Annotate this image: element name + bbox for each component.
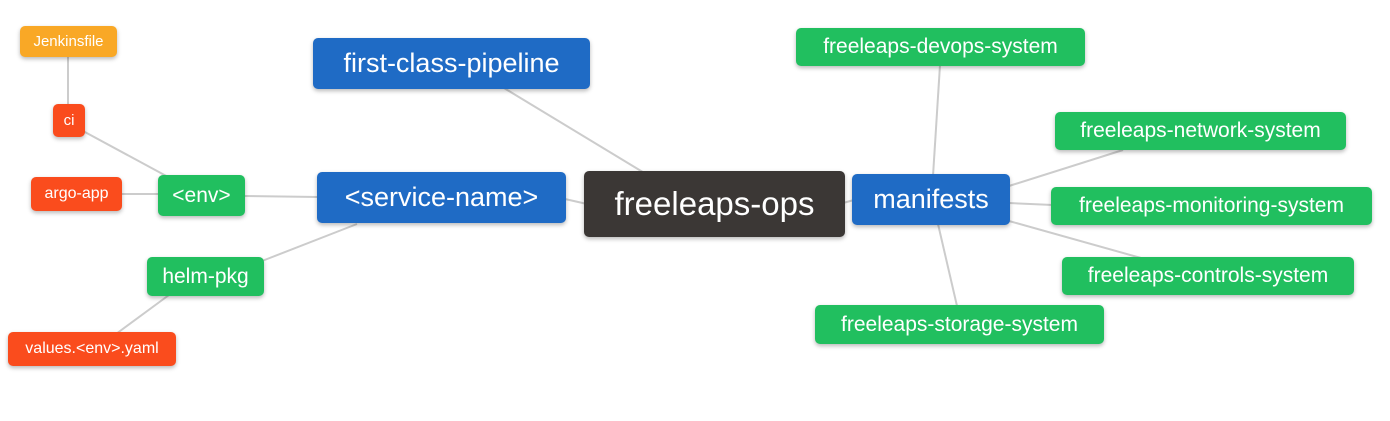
node-helm-pkg[interactable]: helm-pkg — [147, 257, 264, 296]
edge-pipeline-freeleapsops — [503, 87, 647, 175]
edge-manifests-network — [1008, 149, 1124, 187]
node-freeleaps-controls-system[interactable]: freeleaps-controls-system — [1062, 257, 1354, 295]
edge-manifests-controls — [1008, 220, 1142, 259]
edge-manifests-monitoring — [1008, 202, 1054, 206]
node-freeleaps-network-system[interactable]: freeleaps-network-system — [1055, 112, 1346, 150]
node-ci[interactable]: ci — [53, 104, 85, 137]
node-service-name[interactable]: <service-name> — [317, 172, 566, 223]
node-freeleaps-monitoring-system[interactable]: freeleaps-monitoring-system — [1051, 187, 1372, 225]
node-env[interactable]: <env> — [158, 175, 245, 216]
edge-ci-env — [82, 130, 171, 179]
node-values-env-yaml[interactable]: values.<env>.yaml — [8, 332, 176, 366]
node-argo-app[interactable]: argo-app — [31, 177, 122, 211]
node-freeleaps-devops-system[interactable]: freeleaps-devops-system — [796, 28, 1085, 66]
edge-manifests-storage — [937, 223, 958, 307]
node-manifests[interactable]: manifests — [852, 174, 1010, 225]
node-freeleaps-ops[interactable]: freeleaps-ops — [584, 171, 845, 237]
edge-servicename-freeleapsops — [564, 198, 588, 205]
node-freeleaps-storage-system[interactable]: freeleaps-storage-system — [815, 305, 1104, 344]
edge-helmpkg-servicename — [261, 223, 358, 262]
edge-manifests-devops — [932, 64, 941, 177]
node-first-class-pipeline[interactable]: first-class-pipeline — [313, 38, 590, 89]
edge-values-helmpkg — [115, 294, 170, 335]
node-jenkinsfile[interactable]: Jenkinsfile — [20, 26, 117, 57]
edge-env-servicename — [243, 195, 319, 198]
